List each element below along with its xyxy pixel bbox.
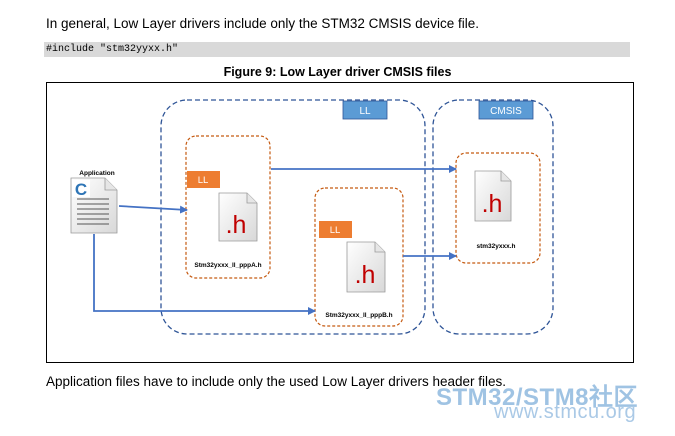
ll-group-border [160, 99, 426, 335]
app-icon-letter: C [75, 180, 87, 199]
cmsis-group-border [432, 99, 554, 335]
ll-box-a-label: LL [198, 175, 209, 186]
header-file-icon-cmsis: .h [474, 170, 512, 222]
watermark-line2: www.stmcu.org [494, 401, 637, 423]
ll-group-label-box [342, 100, 388, 120]
ll-group-label: LL [359, 106, 371, 117]
intro-paragraph: In general, Low Layer drivers include on… [46, 16, 479, 31]
cmsis-box [455, 152, 541, 264]
header-file-icon-a: .h [218, 192, 258, 242]
code-snippet: #include "stm32yyxx.h" [44, 42, 630, 57]
ll-box-b [314, 187, 404, 327]
arrow-app-to-ll-b [93, 234, 316, 315]
file-b-name: Stm32yxxx_ll_pppB.h [325, 312, 392, 319]
arrow-app-to-ll-a [118, 205, 188, 214]
header-file-letter-b: .h [355, 261, 376, 289]
figure-caption: Figure 9: Low Layer driver CMSIS files [223, 65, 452, 79]
cmsis-group-label-box [478, 100, 534, 120]
figure-frame: LL CMSIS LL LL .h Stm32yxxx_ll_pppA.h .h… [46, 82, 634, 363]
header-file-letter-cmsis: .h [482, 190, 503, 218]
outro-paragraph: Application files have to include only t… [46, 374, 507, 389]
ll-box-a-label-box [187, 171, 220, 188]
cmsis-file-name: stm32yxxx.h [476, 243, 515, 250]
application-file-icon: C [70, 177, 118, 234]
cmsis-group-label: CMSIS [490, 106, 522, 117]
ll-box-b-label-box [319, 221, 352, 238]
ll-cmsis-diagram: LL CMSIS LL LL .h Stm32yxxx_ll_pppA.h .h… [70, 99, 554, 335]
application-label: Application [79, 170, 114, 177]
file-a-name: Stm32yxxx_ll_pppA.h [194, 262, 261, 269]
header-file-letter-a: .h [226, 211, 247, 239]
watermark-line1: STM32/STM8社区 [436, 384, 639, 411]
header-file-icon-b: .h [346, 241, 386, 293]
ll-box-b-label: LL [330, 225, 341, 236]
